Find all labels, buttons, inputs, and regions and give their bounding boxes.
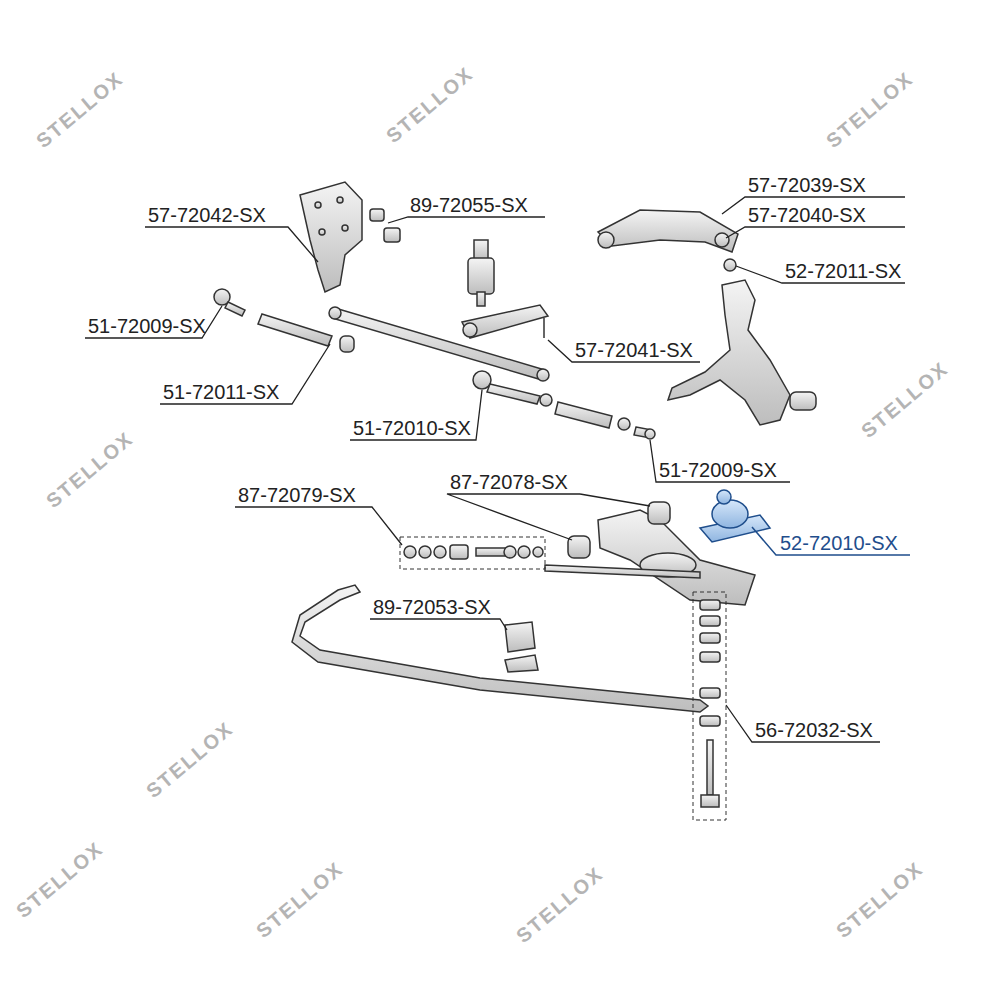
watermark: STELLOX (382, 62, 478, 148)
part-number: 57-72039-SX (748, 174, 866, 196)
part-number: 89-72055-SX (410, 194, 528, 216)
watermark: STELLOX (32, 67, 128, 153)
part-number: 57-72040-SX (748, 204, 866, 226)
watermark: STELLOX (512, 862, 608, 948)
part-number: 87-72078-SX (450, 471, 568, 493)
part-number: 87-72079-SX (238, 484, 356, 506)
part-number: 89-72053-SX (373, 596, 491, 618)
watermark: STELLOX (832, 857, 928, 943)
watermark: STELLOX (142, 717, 238, 803)
watermark: STELLOX (42, 427, 138, 513)
watermark: STELLOX (857, 357, 953, 443)
watermark: STELLOX (822, 67, 918, 153)
part-number: 51-72011-SX (163, 381, 279, 403)
part-number: 51-72009-SX (88, 315, 206, 337)
part-number: 52-72011-SX (785, 260, 901, 282)
part-number: 57-72042-SX (148, 204, 266, 226)
watermark: STELLOX (252, 857, 348, 943)
part-number: 51-72009-SX (659, 459, 777, 481)
part-number: 52-72010-SX (780, 532, 898, 554)
part-number: 57-72041-SX (575, 339, 693, 361)
part-number: 51-72010-SX (353, 417, 471, 439)
watermark: STELLOX (12, 837, 108, 923)
part-number: 56-72032-SX (755, 719, 873, 741)
